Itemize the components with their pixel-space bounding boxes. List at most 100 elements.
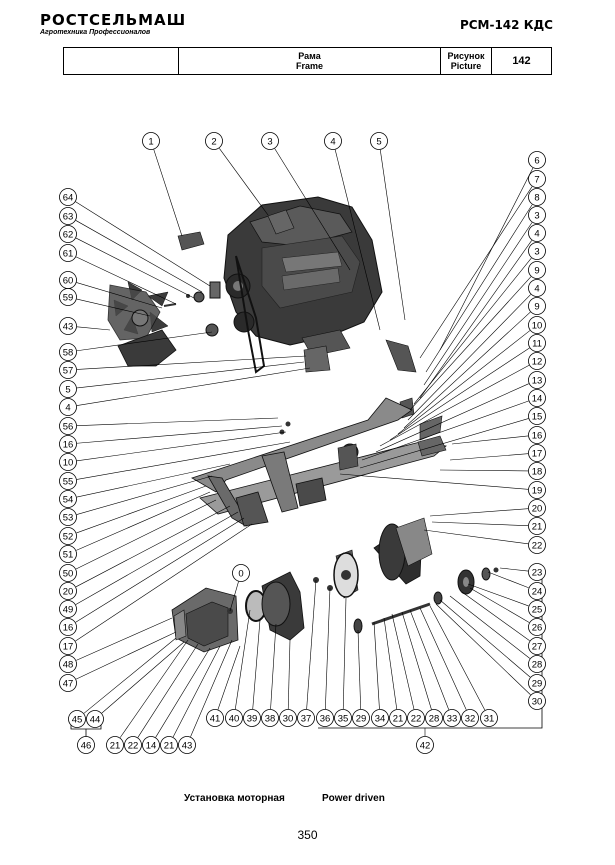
callout-number: 46 [81, 741, 92, 752]
callout-circle [232, 564, 250, 582]
fan-illustration [107, 281, 177, 367]
leader-line [76, 485, 207, 534]
leader-line [359, 418, 529, 469]
callout-circle [371, 709, 389, 727]
leader-line [439, 599, 531, 678]
callout-circle [389, 709, 407, 727]
callout-circle [528, 334, 546, 352]
callout-circle [59, 564, 77, 582]
callout-circle [443, 709, 461, 727]
callout-53: 53 [59, 508, 77, 526]
picture-label: Рисунок Picture [441, 48, 492, 74]
callout-28: 28 [528, 655, 546, 673]
leader-line [397, 330, 531, 435]
callout-circle [528, 462, 546, 480]
logo-tagline: Агротехника Профессионалов [40, 29, 151, 36]
callout-number: 10 [63, 458, 74, 469]
callout-22: 22 [407, 709, 425, 727]
callout-circle [59, 582, 77, 600]
callout-59: 59 [59, 288, 77, 306]
callout-52: 52 [59, 527, 77, 545]
leader-line [425, 204, 533, 373]
callout-circle [59, 207, 77, 225]
callout-29: 29 [528, 674, 546, 692]
leader-line [306, 579, 317, 710]
leader-line [451, 435, 529, 445]
leader-line [76, 431, 287, 462]
leader-line [379, 149, 406, 321]
callout-number: 16 [532, 431, 543, 442]
leader-line [342, 597, 347, 710]
callout-43: 43 [178, 736, 196, 754]
callout-number: 3 [534, 247, 539, 258]
callout-number: 13 [532, 376, 543, 387]
callout-9: 9 [528, 297, 546, 315]
section-title: Рама Frame [179, 48, 441, 74]
leader-line [75, 505, 231, 588]
callout-number: 35 [338, 714, 349, 725]
callout-4: 4 [528, 279, 546, 297]
callout-number: 29 [356, 714, 367, 725]
callout-46: 46 [77, 736, 95, 754]
callout-number: 22 [532, 541, 543, 552]
callout-circle [59, 618, 77, 636]
callout-24: 24 [528, 582, 546, 600]
callout-32: 32 [461, 709, 479, 727]
callout-number: 21 [110, 741, 121, 752]
callout-circle [225, 709, 243, 727]
leader-line [391, 613, 415, 710]
callout-circle [334, 709, 352, 727]
leader-line [403, 311, 531, 429]
callout-4: 4 [324, 132, 342, 150]
leader-line [83, 637, 177, 714]
leader-line [431, 521, 529, 526]
callout-number: 59 [63, 293, 74, 304]
callout-49: 49 [59, 600, 77, 618]
callout-28: 28 [425, 709, 443, 727]
brand-logo: РОСТСЕЛЬМАШ Агротехника Профессионалов [40, 13, 186, 37]
callout-number: 14 [146, 741, 157, 752]
callout-circle [59, 674, 77, 692]
callout-4: 4 [528, 224, 546, 242]
callout-number: 2 [211, 137, 216, 148]
section-title-en: Frame [295, 61, 323, 71]
leader-line [389, 347, 530, 441]
leader-line [334, 149, 381, 331]
callout-number: 32 [465, 714, 476, 725]
leader-line [449, 453, 529, 461]
callout-36: 36 [316, 709, 334, 727]
callout-circle [528, 170, 546, 188]
callout-number: 3 [534, 211, 539, 222]
callout-circle [279, 709, 297, 727]
leader-line [119, 639, 189, 738]
callout-number: 44 [90, 715, 101, 726]
callout-circle [59, 244, 77, 262]
callout-27: 27 [528, 637, 546, 655]
callout-circle [370, 132, 388, 150]
callout-number: 20 [63, 587, 74, 598]
callout-number: 61 [63, 249, 74, 260]
callout-63: 63 [59, 207, 77, 225]
leader-line [217, 645, 241, 710]
callout-number: 23 [532, 568, 543, 579]
callout-circle [528, 224, 546, 242]
callout-12: 12 [528, 352, 546, 370]
callout-circle [59, 435, 77, 453]
callout-number: 4 [65, 403, 70, 414]
leader-line [76, 282, 163, 309]
leader-line [439, 167, 534, 351]
callout-25: 25 [528, 600, 546, 618]
callout-19: 19 [528, 481, 546, 499]
leader-line [76, 298, 151, 317]
callout-number: 19 [532, 486, 543, 497]
leader-line [101, 641, 185, 714]
leader-line [75, 511, 239, 605]
callout-33: 33 [443, 709, 461, 727]
callout-number: 50 [63, 569, 74, 580]
leader-line [375, 383, 529, 453]
leader-line [413, 257, 532, 405]
callout-45: 45 [68, 710, 86, 728]
callout-number: 21 [393, 714, 404, 725]
callout-17: 17 [528, 444, 546, 462]
callout-circle [178, 736, 196, 754]
